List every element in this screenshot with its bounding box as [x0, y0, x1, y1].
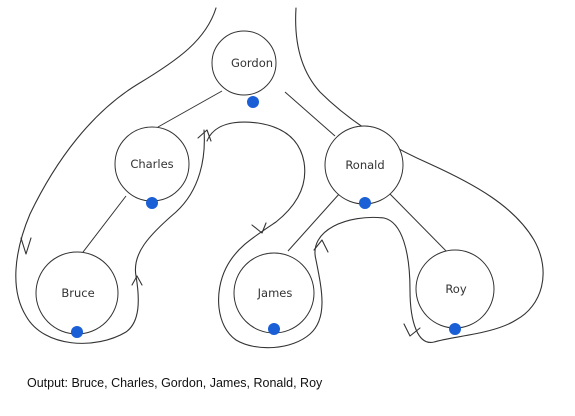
node-label-james: James: [257, 286, 293, 300]
traversal-arrow-3: [197, 129, 212, 142]
edge-gordon-ronald: [284, 91, 336, 137]
traversal-arrow-5: [313, 239, 329, 253]
traversal-arrow-1: [20, 237, 32, 255]
visit-dot-bruce: [71, 326, 83, 338]
node-label-gordon: Gordon: [231, 56, 273, 70]
visit-dot-gordon: [247, 96, 259, 108]
visit-dot-ronald: [359, 197, 371, 209]
edge-gordon-charles: [157, 90, 223, 128]
traversal-path-right: [206, 7, 544, 349]
visit-dot-charles: [146, 197, 158, 209]
traversal-arrow-2: [131, 275, 143, 286]
node-label-ronald: Ronald: [345, 158, 384, 172]
node-label-charles: Charles: [130, 157, 173, 171]
node-label-roy: Roy: [445, 282, 467, 296]
node-gordon: [211, 30, 277, 96]
visit-dot-roy: [449, 323, 461, 335]
traversal-path-left: [15, 7, 217, 344]
traversal-output: Output: Bruce, Charles, Gordon, James, R…: [27, 376, 323, 390]
node-label-bruce: Bruce: [61, 286, 94, 300]
edge-ronald-roy: [389, 193, 453, 258]
traversal-arrow-4: [251, 222, 267, 234]
traversal-arrow-6: [403, 323, 421, 337]
edge-ronald-james: [287, 192, 341, 252]
visit-dot-james: [268, 323, 280, 335]
edge-charles-bruce: [79, 195, 127, 257]
